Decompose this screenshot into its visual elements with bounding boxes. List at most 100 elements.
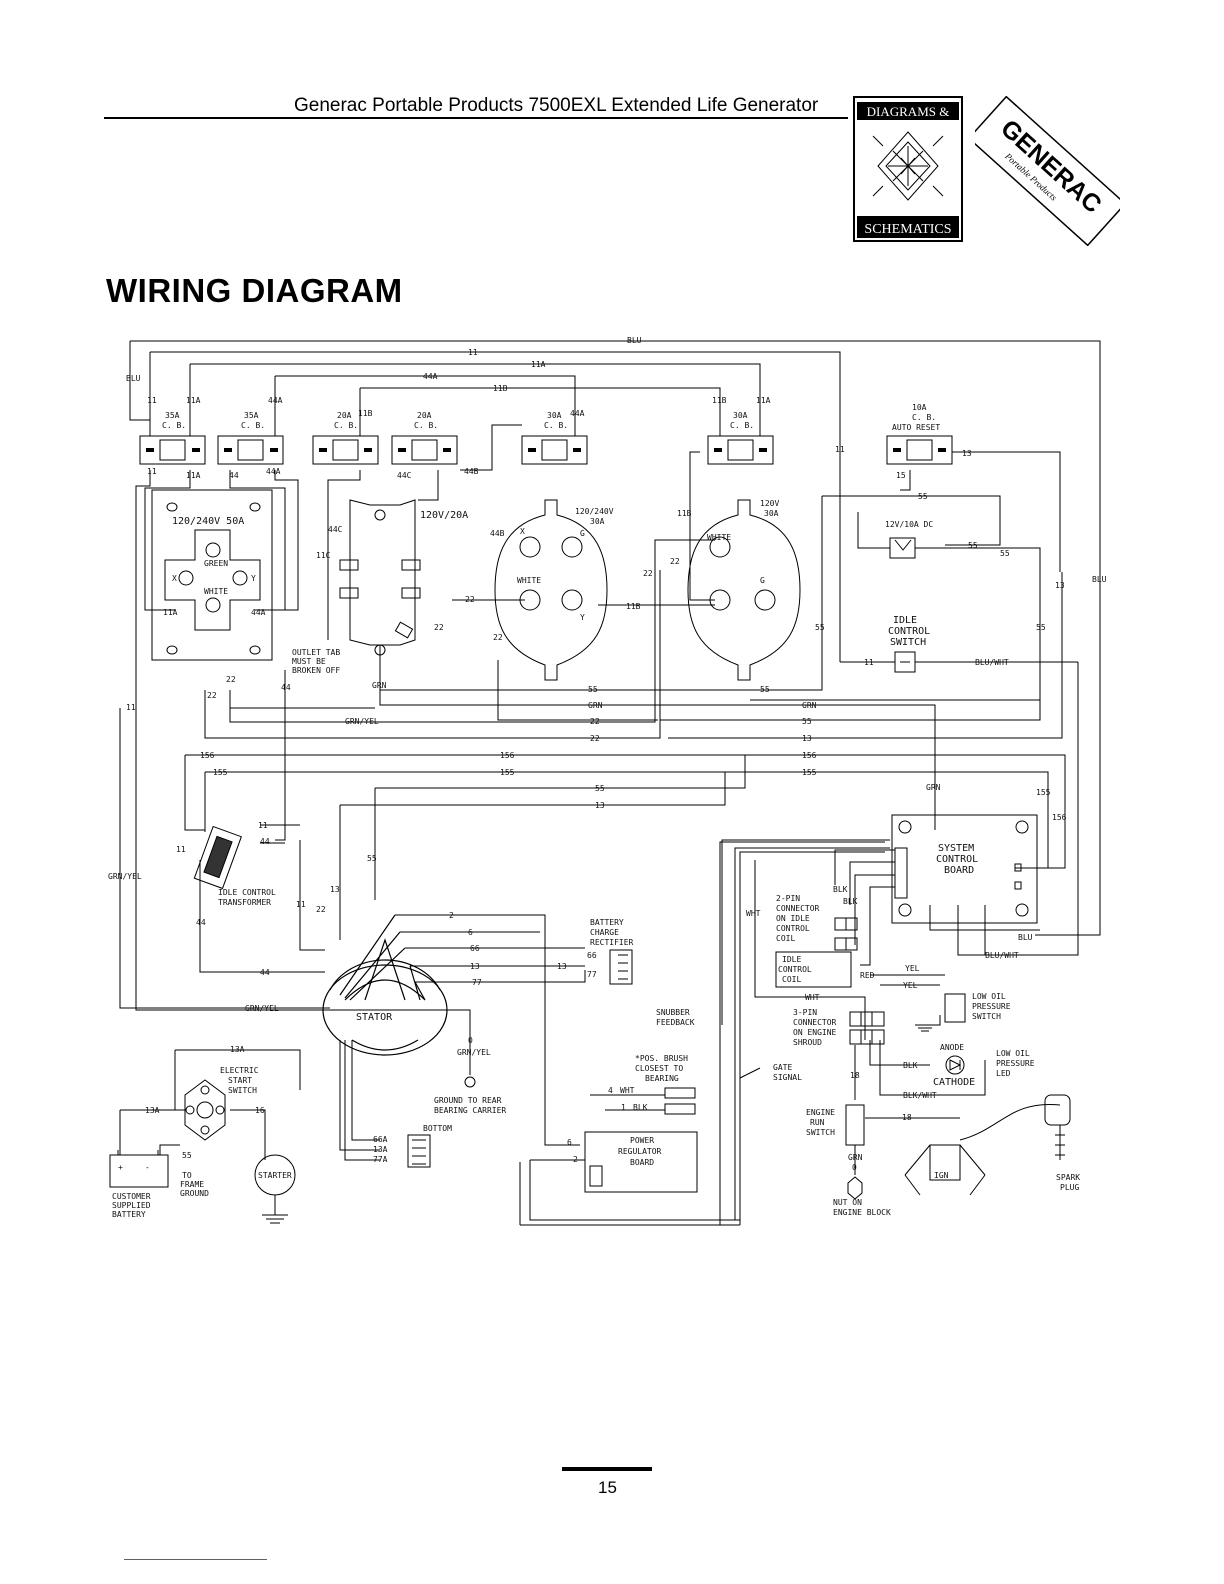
wire-label-11-stator: 11 bbox=[296, 900, 306, 909]
wire-label-grn-run: GRN bbox=[848, 1153, 863, 1162]
snubber-label-2: FEEDBACK bbox=[656, 1018, 695, 1027]
wire-label-11c: 11C bbox=[316, 551, 331, 560]
spark-plug-label-1: SPARK bbox=[1056, 1173, 1080, 1182]
wire-label-11-idle: 11 bbox=[864, 658, 874, 667]
brush-note-3: BEARING bbox=[645, 1074, 679, 1083]
page-number: 15 bbox=[598, 1478, 617, 1497]
wire-label-155-right: 155 bbox=[802, 768, 817, 777]
wire-label-55-stator2: 55 bbox=[367, 854, 377, 863]
anode-label: ANODE bbox=[940, 1043, 964, 1052]
idle-coil-label-3: COIL bbox=[782, 975, 801, 984]
run-switch-label-2: RUN bbox=[810, 1118, 825, 1127]
rectifier-label-1: BATTERY bbox=[590, 918, 624, 927]
twistlock-120-amps: 30A bbox=[764, 509, 779, 518]
outlet-tab-note-3: BROKEN OFF bbox=[292, 666, 340, 675]
outlet-tab-note-2: MUST BE bbox=[292, 657, 326, 666]
wire-label-grn-duplex: GRN bbox=[372, 681, 387, 690]
wire-label-155-left: 155 bbox=[213, 768, 228, 777]
wire-label-22-outlet2: 22 bbox=[207, 691, 217, 700]
oil-switch-label-2: PRESSURE bbox=[972, 1002, 1011, 1011]
logo-bottom-label: SCHEMATICS bbox=[864, 222, 951, 237]
pin2-label-2: CONNECTOR bbox=[776, 904, 820, 913]
wire-label-55-dc: 55 bbox=[918, 492, 928, 501]
gate-label-2: SIGNAL bbox=[773, 1073, 802, 1082]
wire-label-44c-b4-low: 44C bbox=[397, 471, 412, 480]
idle-coil-label-2: CONTROL bbox=[778, 965, 812, 974]
wire-label-55-mid: 55 bbox=[815, 623, 825, 632]
wire-label-155-mid: 155 bbox=[500, 768, 515, 777]
wire-label-22-bus2: 22 bbox=[590, 734, 600, 743]
wire-label-55-right: 55 bbox=[1036, 623, 1046, 632]
idle-switch-label-1: IDLE bbox=[893, 615, 917, 626]
pin2-label-5: COIL bbox=[776, 934, 795, 943]
wire-label-11-transformer2: 11 bbox=[176, 845, 186, 854]
spark-plug-label-2: PLUG bbox=[1060, 1183, 1079, 1192]
wire-label-wht-pin3: WHT bbox=[805, 993, 820, 1002]
header-rule bbox=[104, 117, 848, 119]
wire-label-blk-led: BLK bbox=[903, 1061, 918, 1070]
wire-label-55-frame: 55 bbox=[182, 1151, 192, 1160]
wire-label-66-rect: 66 bbox=[587, 951, 597, 960]
breaker-30a-1-type: C. B. bbox=[544, 421, 568, 430]
rectifier-label-2: CHARGE bbox=[590, 928, 619, 937]
wire-label-156-scb: 156 bbox=[1052, 813, 1067, 822]
wire-label-wht-scb: WHT bbox=[746, 909, 761, 918]
twistlock-240-label: 120/240V bbox=[575, 507, 614, 516]
wire-label-grn-bus: GRN bbox=[588, 701, 603, 710]
wire-label-blu-top: BLU bbox=[627, 336, 642, 345]
wire-label-13-rect2: 13 bbox=[557, 962, 567, 971]
footer-link[interactable] bbox=[124, 1559, 267, 1560]
wire-label-22-duplex: 22 bbox=[465, 595, 475, 604]
outlet-50a-x: X bbox=[172, 574, 177, 583]
pin3-label-4: SHROUD bbox=[793, 1038, 822, 1047]
pin3-label-2: CONNECTOR bbox=[793, 1018, 837, 1027]
wire-label-18-run: 18 bbox=[902, 1113, 912, 1122]
breaker-35a-2-type: C. B. bbox=[241, 421, 265, 430]
run-switch-label-1: ENGINE bbox=[806, 1108, 835, 1117]
oil-switch-label-3: SWITCH bbox=[972, 1012, 1001, 1021]
regulator-label-1: POWER bbox=[630, 1136, 654, 1145]
wire-label-6-reg: 6 bbox=[567, 1138, 572, 1147]
wire-label-6: 6 bbox=[468, 928, 473, 937]
wire-label-0: 0 bbox=[468, 1036, 473, 1045]
wire-label-11b-twist: 11B bbox=[677, 509, 692, 518]
wire-label-44a-outlet: 44A bbox=[251, 608, 266, 617]
wire-label-grnyel-ground: GRN/YEL bbox=[457, 1048, 491, 1057]
diagrams-schematics-logo: DIAGRAMS & SCHEMATICS bbox=[853, 96, 963, 242]
snubber-label-1: SNUBBER bbox=[656, 1008, 690, 1017]
brush-note-1: *POS. BRUSH bbox=[635, 1054, 688, 1063]
wire-label-11-b1: 11 bbox=[147, 396, 157, 405]
battery-label-1: CUSTOMER bbox=[112, 1192, 151, 1201]
ground-rear-label-2: BEARING CARRIER bbox=[434, 1106, 506, 1115]
breaker-20a-1-type: C. B. bbox=[334, 421, 358, 430]
wire-label-55-bus3: 55 bbox=[802, 717, 812, 726]
twistlock-240-amps: 30A bbox=[590, 517, 605, 526]
wire-label-blk-scb2: BLK bbox=[843, 897, 858, 906]
wire-label-grnyel-bus: GRN/YEL bbox=[345, 717, 379, 726]
wire-label-44a-b2-low: 44A bbox=[266, 467, 281, 476]
wire-label-2-reg: 2 bbox=[573, 1155, 578, 1164]
breaker-10a-rating: 10A bbox=[912, 403, 927, 412]
wire-label-55-dc2: 55 bbox=[968, 541, 978, 550]
footer-bar bbox=[562, 1467, 652, 1471]
nut-label-1: NUT ON bbox=[833, 1198, 862, 1207]
twistlock-240-g: G bbox=[580, 529, 585, 538]
wire-label-77: 77 bbox=[472, 978, 482, 987]
oil-led-label-2: PRESSURE bbox=[996, 1059, 1035, 1068]
oil-switch-label-1: LOW OIL bbox=[972, 992, 1006, 1001]
wire-label-blu-right: BLU bbox=[1092, 575, 1107, 584]
gate-label-1: GATE bbox=[773, 1063, 792, 1072]
twistlock-120-white: WHITE bbox=[707, 533, 731, 542]
twistlock-120-label: 120V bbox=[760, 499, 779, 508]
wire-label-44a-b5: 44A bbox=[570, 409, 585, 418]
idle-transformer-label-2: TRANSFORMER bbox=[218, 898, 271, 907]
wire-label-55-bus: 55 bbox=[588, 685, 598, 694]
wire-label-0-run: 0 bbox=[852, 1163, 857, 1172]
scb-label-1: SYSTEM bbox=[938, 843, 974, 854]
wire-label-13a-start: 13A bbox=[230, 1045, 245, 1054]
idle-transformer-label-1: IDLE CONTROL bbox=[218, 888, 276, 897]
wire-label-77a: 77A bbox=[373, 1155, 388, 1164]
breaker-30a-2-rating: 30A bbox=[733, 411, 748, 420]
wire-label-44a-b2: 44A bbox=[268, 396, 283, 405]
